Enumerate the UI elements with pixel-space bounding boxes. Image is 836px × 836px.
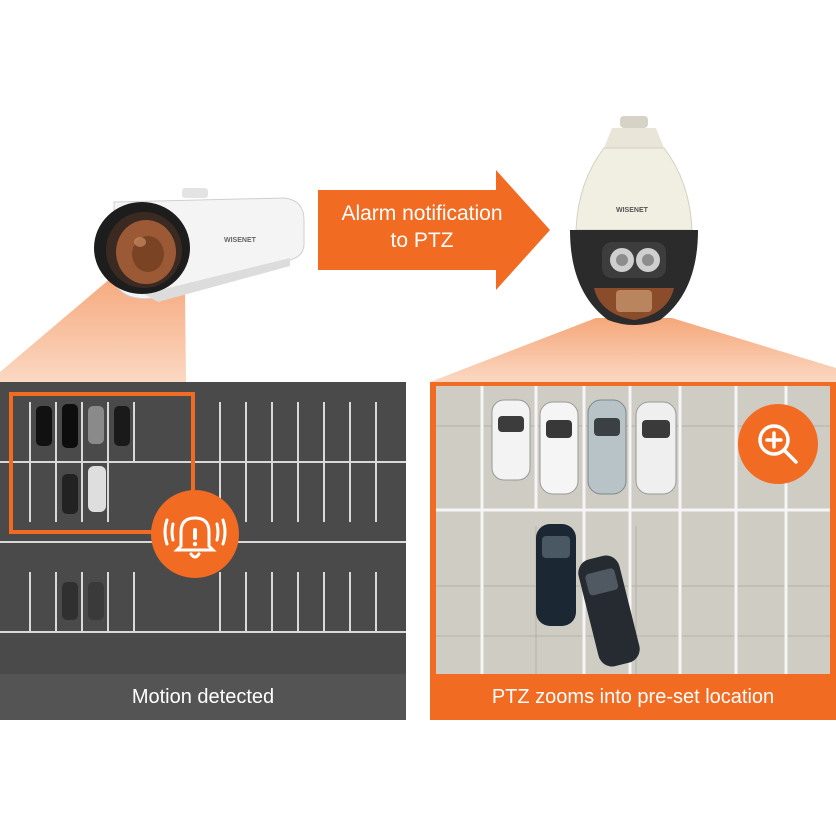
left-caption-bar [0,674,406,720]
zoom-in-icon [758,424,798,464]
ptz-camera-ir-right-core [642,254,654,266]
arrow-label-line1: Alarm notification [341,202,503,225]
bullet-camera-shade [144,258,290,302]
bullet-camera-mount [182,188,208,198]
zoomed-cars [491,399,677,667]
bullet-camera-brand: WISENET [224,237,257,244]
ptz-zoom-caption: PTZ zooms into pre-set location [491,686,775,708]
ptz-camera-brand: WISENET [616,207,649,214]
thermal-cars [36,404,130,620]
motion-detected-caption: Motion detected [131,686,275,708]
ptz-camera: WISENET [570,116,698,325]
notification-arrow [318,170,550,290]
ptz-camera-ir-left-core [616,254,628,266]
alarm-badge [151,490,239,578]
motion-detection-box [9,392,195,534]
arrow-label: Alarm notification to PTZ [322,200,522,254]
zoom-badge [738,404,818,484]
ptz-camera-lens [616,290,652,312]
ptz-camera-neck [604,128,664,148]
parking-lines [0,402,406,633]
bullet-camera: WISENET [94,188,305,302]
ptz-camera-cone [430,318,836,382]
ptz-camera-body [575,147,693,231]
alarm-bell-icon [163,516,227,559]
bullet-camera-cone [0,272,186,382]
ptz-camera-mount-cap [620,116,648,128]
arrow-label-line2: to PTZ [390,229,454,252]
bullet-camera-lens-glint [134,237,146,247]
